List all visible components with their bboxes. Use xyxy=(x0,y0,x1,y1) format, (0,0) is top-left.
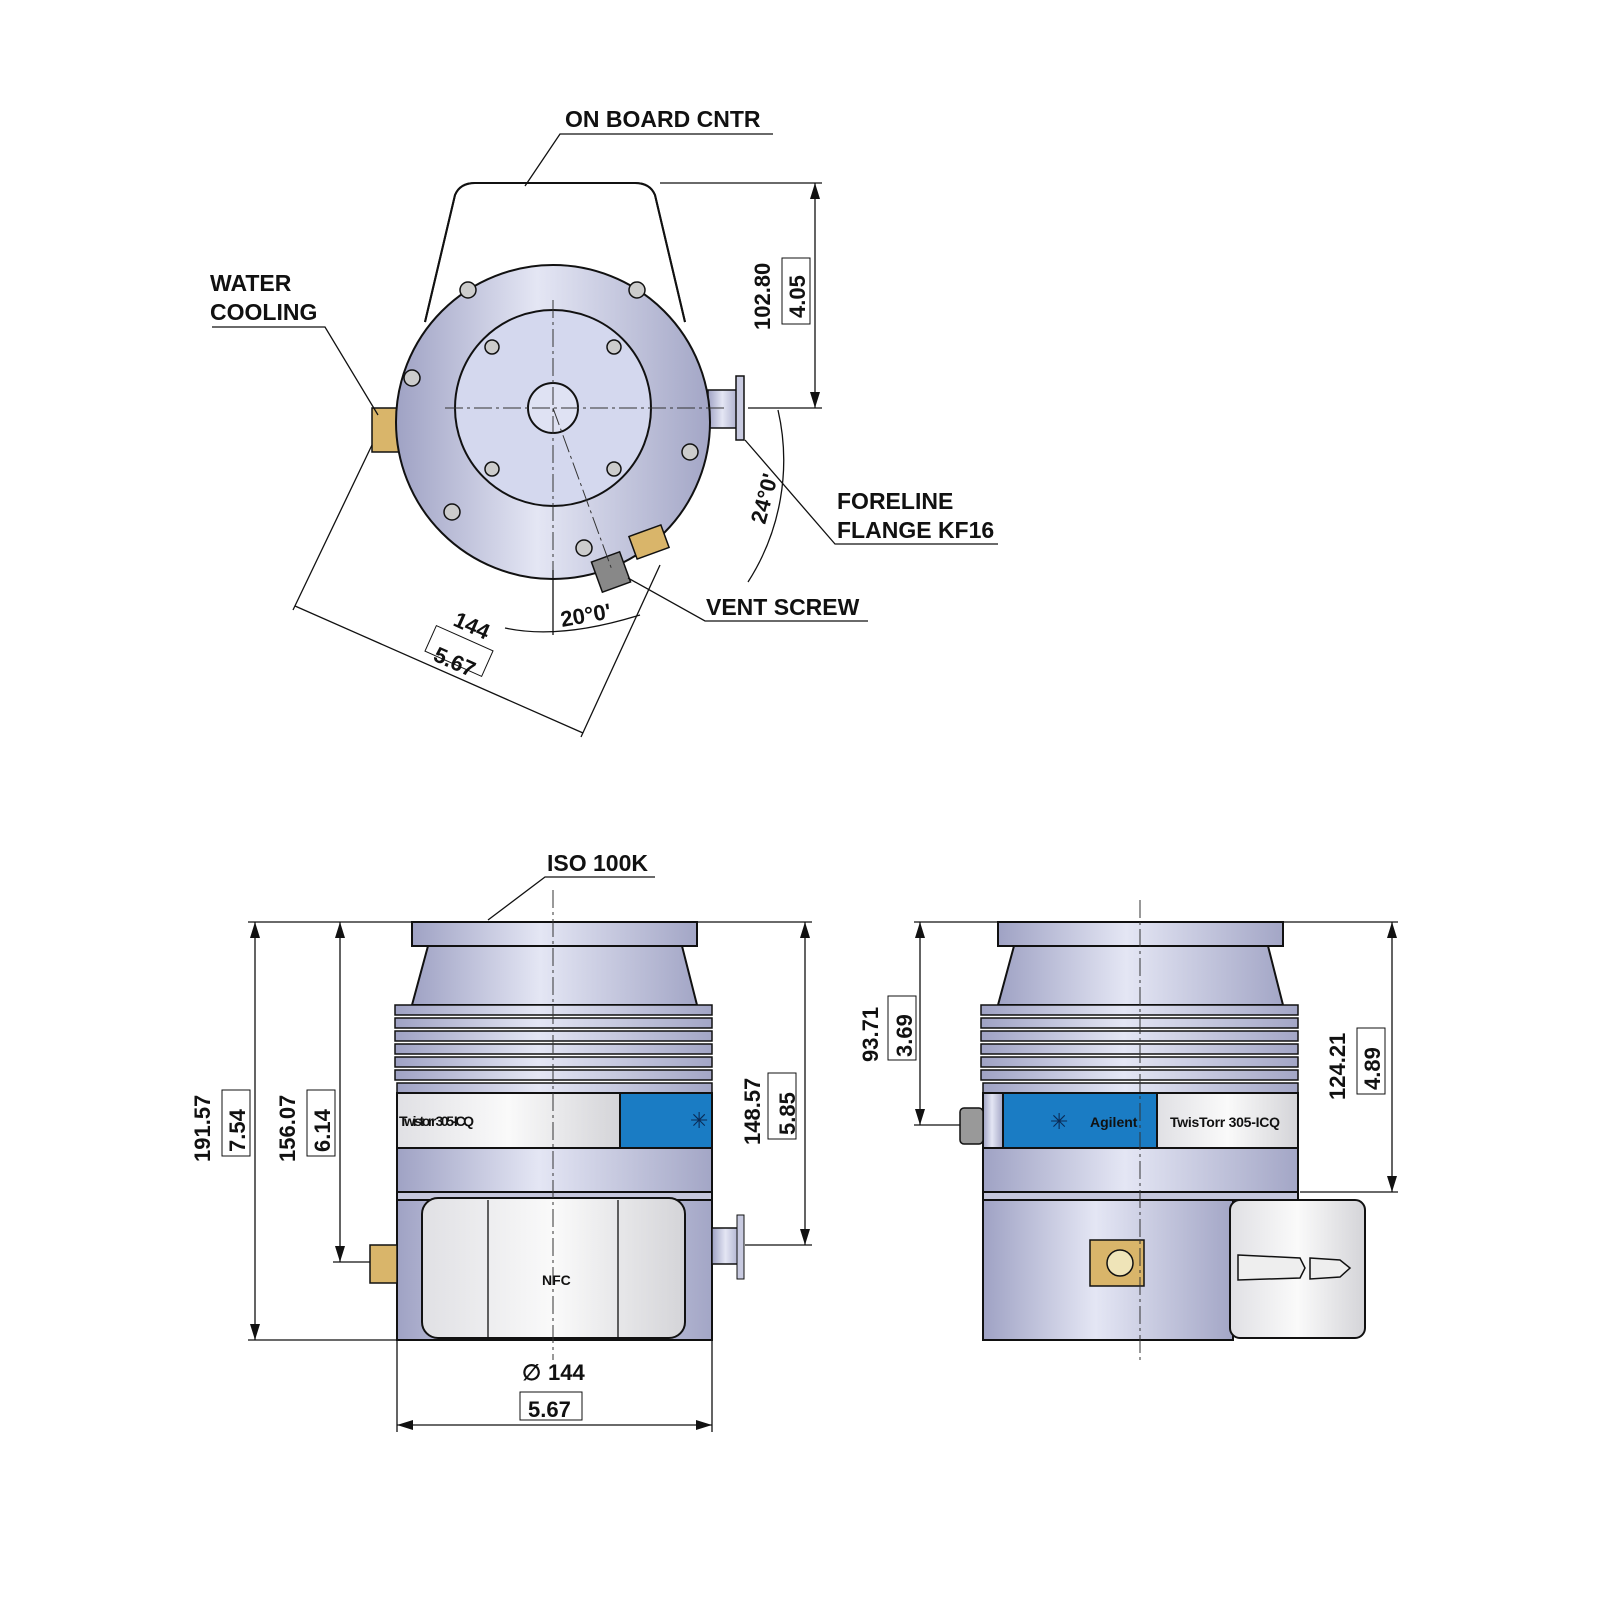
svg-text:3.69: 3.69 xyxy=(892,1014,917,1057)
svg-text:4.89: 4.89 xyxy=(1360,1047,1385,1090)
svg-text:144: 144 xyxy=(450,607,494,645)
svg-text:5.67: 5.67 xyxy=(528,1397,571,1422)
dimension-124-21: 124.21 4.89 xyxy=(1283,921,1398,1193)
svg-text:VENT SCREW: VENT SCREW xyxy=(706,594,860,620)
side-view: ✳ Agilent TwisTorr 305-ICQ xyxy=(959,900,1366,1360)
svg-text:102.80: 102.80 xyxy=(750,263,775,330)
dimension-102-80: 102.80 4.05 xyxy=(660,182,822,409)
svg-text:FORELINE: FORELINE xyxy=(837,488,953,514)
agilent-logo-icon: ✳ xyxy=(690,1109,708,1134)
callout-vent-screw: VENT SCREW xyxy=(627,577,868,622)
agilent-logo-icon: ✳ xyxy=(1050,1110,1068,1135)
svg-text:4.05: 4.05 xyxy=(785,275,810,318)
dimension-93-71: 93.71 3.69 xyxy=(858,921,998,1126)
svg-text:156.07: 156.07 xyxy=(275,1095,300,1162)
callout-on-board-cntr: ON BOARD CNTR xyxy=(524,106,773,187)
front-view: Twistorr 305-ICQ ✳ NFC xyxy=(369,890,745,1360)
svg-text:191.57: 191.57 xyxy=(190,1095,215,1162)
svg-text:124.21: 124.21 xyxy=(1325,1033,1350,1100)
dimension-191-57: 191.57 7.54 xyxy=(190,921,412,1341)
top-view xyxy=(371,182,745,594)
svg-text:144: 144 xyxy=(548,1360,585,1385)
foreline-flange xyxy=(707,389,741,429)
svg-text:93.71: 93.71 xyxy=(858,1007,883,1062)
dimension-angle-24: 24°0' xyxy=(746,409,785,583)
model-label: TwisTorr 305-ICQ xyxy=(1170,1114,1280,1130)
bolt-holes xyxy=(403,281,699,557)
callout-water-cooling: WATER COOLING xyxy=(210,270,379,416)
svg-text:6.14: 6.14 xyxy=(310,1108,335,1152)
dimension-148-57: 148.57 5.85 xyxy=(697,921,812,1246)
svg-text:148.57: 148.57 xyxy=(740,1078,765,1145)
svg-text:∅: ∅ xyxy=(522,1360,541,1385)
svg-text:7.54: 7.54 xyxy=(225,1108,250,1152)
svg-text:COOLING: COOLING xyxy=(210,299,317,325)
svg-text:FLANGE KF16: FLANGE KF16 xyxy=(837,517,994,543)
svg-text:WATER: WATER xyxy=(210,270,292,296)
brand-label: Agilent xyxy=(1090,1114,1138,1130)
band-label: Twistorr 305-ICQ xyxy=(399,1113,474,1129)
svg-text:24°0': 24°0' xyxy=(746,471,783,526)
callout-foreline-flange: FORELINE FLANGE KF16 xyxy=(744,439,998,545)
vent-screw xyxy=(590,550,632,594)
callout-iso-100k: ISO 100K xyxy=(487,850,655,921)
water-cooling-nut xyxy=(369,1244,398,1284)
dimension-diameter-144: ∅ 144 5.67 xyxy=(396,1340,713,1432)
nfc-label: NFC xyxy=(542,1272,571,1288)
dimension-156-07: 156.07 6.14 xyxy=(275,922,370,1263)
svg-text:ISO 100K: ISO 100K xyxy=(547,850,648,876)
svg-text:ON BOARD CNTR: ON BOARD CNTR xyxy=(565,106,761,132)
vent-screw-side xyxy=(959,1107,984,1145)
svg-text:20°0': 20°0' xyxy=(559,598,613,631)
